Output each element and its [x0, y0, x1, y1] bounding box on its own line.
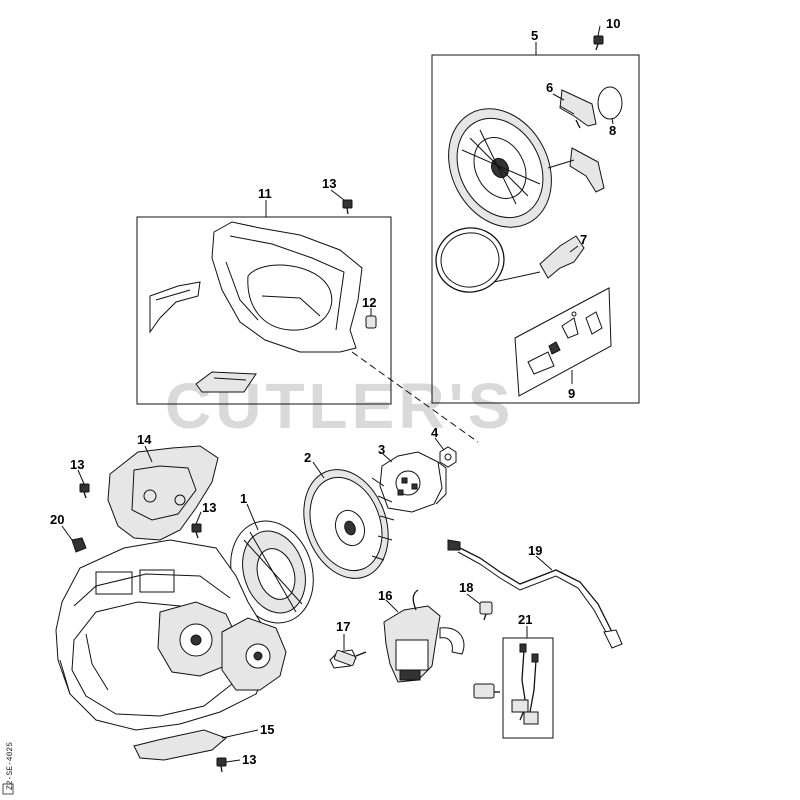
- box-wire-harness-group: [502, 637, 554, 739]
- callout-15: 15: [260, 722, 274, 737]
- callout-6: 6: [546, 80, 553, 95]
- starter-cup-part: [379, 451, 447, 513]
- callout-labels: 1 2 3 4 5 6 7 8 9 10 11 12 13 13 13 13 1…: [50, 16, 620, 767]
- callout-2: 2: [304, 450, 311, 465]
- air-guide-plate: [149, 281, 201, 334]
- callout-7: 7: [580, 232, 587, 247]
- callout-18: 18: [459, 580, 473, 595]
- callout-8: 8: [609, 123, 616, 138]
- alignment-dashed-line: [351, 351, 479, 443]
- callout-5: 5: [531, 28, 538, 43]
- box-pawl-kit: [514, 287, 612, 397]
- callout-13-left: 13: [70, 457, 84, 472]
- handle-part: [559, 89, 597, 129]
- nut-part: [439, 446, 457, 468]
- shroud-plate: [195, 371, 257, 393]
- callout-9: 9: [568, 386, 575, 401]
- box-fan-cover-group: [136, 216, 392, 405]
- fan-cover-part: [211, 221, 363, 353]
- callout-13-mid: 13: [202, 500, 216, 515]
- wire-harness-part: [511, 643, 539, 725]
- engine-block-part: [55, 539, 287, 731]
- starter-grip-handle: [547, 147, 605, 193]
- callout-3: 3: [378, 442, 385, 457]
- stop-wire-part: [447, 539, 623, 649]
- clip-part: [365, 315, 377, 329]
- callout-17: 17: [336, 619, 350, 634]
- bolt-part: [479, 601, 493, 621]
- ignition-coil-part: [383, 589, 465, 683]
- callout-20: 20: [50, 512, 64, 527]
- callout-13-bottom: 13: [242, 752, 256, 767]
- callout-12: 12: [362, 295, 376, 310]
- fan-housing-part: [230, 520, 314, 624]
- bolt-part: [342, 199, 353, 215]
- bolt-part: [593, 35, 604, 51]
- diagram-code-box: [2, 783, 14, 795]
- clip-part: [71, 537, 87, 553]
- cap-part: [597, 86, 623, 120]
- switch-part: [473, 683, 500, 699]
- callout-16: 16: [378, 588, 392, 603]
- rope-part: [435, 227, 585, 293]
- callout-13-top: 13: [322, 176, 336, 191]
- spark-plug-part: [329, 649, 367, 669]
- callout-19: 19: [528, 543, 542, 558]
- callout-14: 14: [137, 432, 152, 447]
- bolt-part: [216, 757, 227, 773]
- bolt-part: [79, 483, 90, 499]
- recoil-starter-part: [448, 108, 552, 228]
- heat-shield-part: [107, 445, 219, 541]
- bolt-part: [191, 523, 202, 539]
- callout-4: 4: [431, 425, 439, 440]
- leader-lines: [61, 25, 614, 763]
- callout-10: 10: [606, 16, 620, 31]
- callout-1: 1: [240, 491, 247, 506]
- diagram-code: Z2-SE-4025: [6, 742, 15, 790]
- callout-21: 21: [518, 612, 532, 627]
- base-plate-part: [133, 729, 227, 761]
- flywheel-part: [303, 469, 395, 579]
- callout-11: 11: [258, 186, 272, 201]
- pawl-kit-parts: [527, 311, 603, 375]
